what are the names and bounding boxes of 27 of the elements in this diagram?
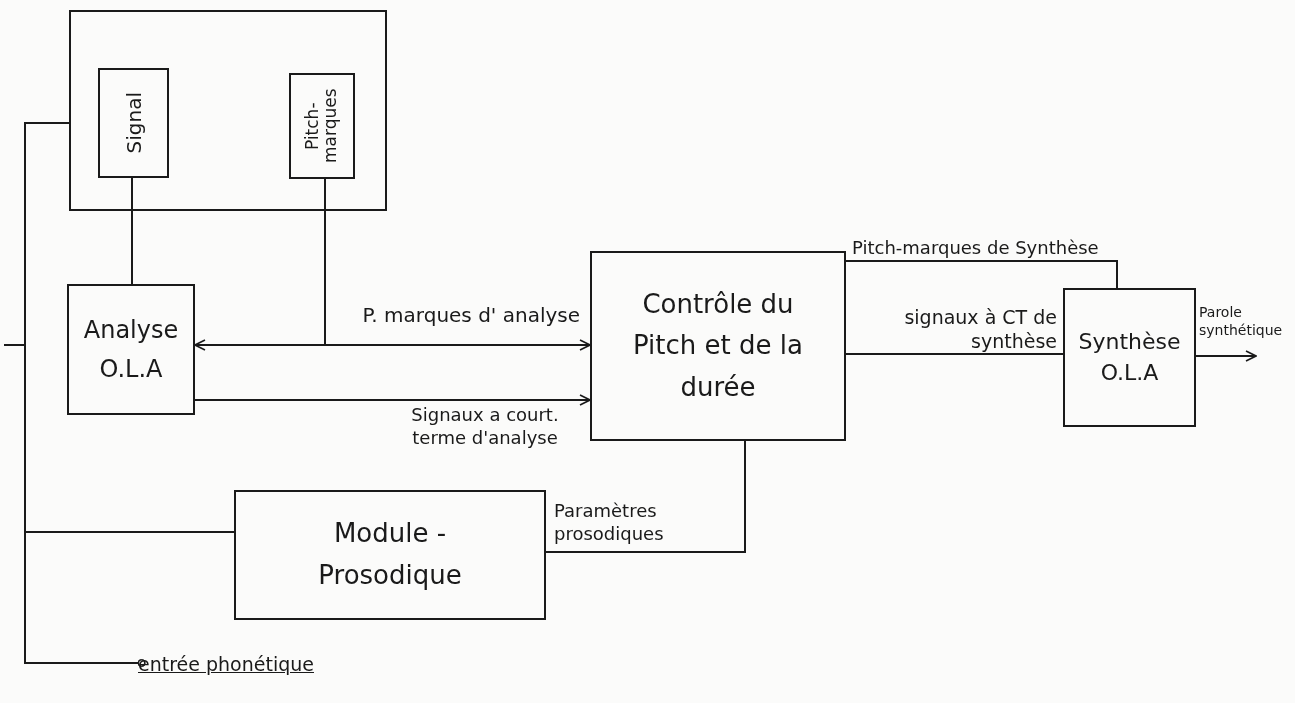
edge-label: Pitch-marques de Synthèse xyxy=(852,236,1100,260)
connector-line xyxy=(545,440,746,553)
process-box xyxy=(98,68,169,178)
box-label: Analyse O.L.A xyxy=(82,315,180,385)
process-box xyxy=(590,251,846,441)
box-label: Module - Prosodique xyxy=(317,517,463,592)
process-box xyxy=(234,490,546,620)
edge-label: P. marques d' analyse xyxy=(361,302,580,329)
arrow xyxy=(1195,350,1257,362)
box-label: Contrôle du Pitch et de la durée xyxy=(632,287,804,404)
connector-line xyxy=(845,353,1064,355)
process-box xyxy=(1063,288,1196,427)
box-label: Pitch-marques xyxy=(304,87,340,166)
connector-line xyxy=(845,260,1118,289)
arrow xyxy=(194,394,591,406)
process-box xyxy=(67,284,195,415)
connector-line xyxy=(24,531,235,667)
edge-label: Signaux a court. terme d'analyse xyxy=(410,404,560,449)
box-label: Synthèse O.L.A xyxy=(1077,327,1182,387)
edge-label: Parole synthétique xyxy=(1199,304,1284,339)
input-label: entrée phonétique xyxy=(138,650,338,676)
process-box xyxy=(289,73,355,179)
edge-label: signaux à CT de synthèse xyxy=(903,306,1057,354)
connector-line xyxy=(131,175,133,285)
container-box xyxy=(69,10,387,211)
edge-label: Paramètres prosodiques xyxy=(554,500,665,545)
box-label: Signal xyxy=(120,92,147,154)
